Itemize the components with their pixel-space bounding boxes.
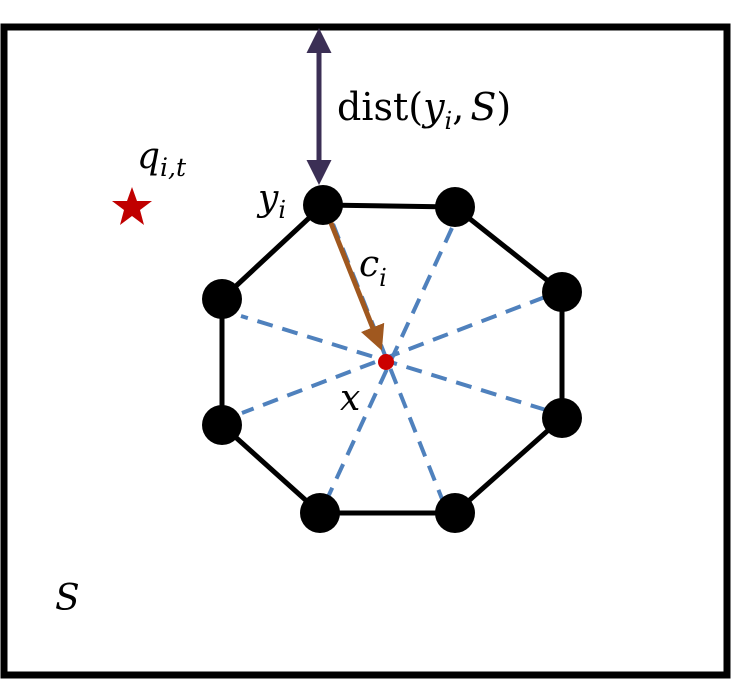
vertex-7 bbox=[202, 405, 242, 445]
red-star-icon bbox=[112, 187, 152, 225]
c-letter: c bbox=[359, 244, 379, 285]
c-subscript: i bbox=[379, 264, 387, 292]
dist-S: S bbox=[470, 85, 496, 129]
vertex-6 bbox=[300, 493, 340, 533]
dashed-spoke-2 bbox=[326, 227, 454, 498]
q-label: qi,t bbox=[137, 136, 187, 182]
dist-label: dist(yi,S) bbox=[337, 85, 511, 135]
y-label: yi bbox=[256, 178, 286, 224]
y-subscript: i bbox=[278, 196, 286, 224]
dist-fn: dist bbox=[337, 85, 408, 129]
c-vector-arrow bbox=[328, 222, 385, 351]
q-letter: q bbox=[137, 136, 160, 177]
c-label: ci bbox=[359, 244, 387, 292]
dist-open-paren: ( bbox=[408, 85, 423, 129]
dashed-spoke-3 bbox=[241, 295, 546, 415]
dist-y: y bbox=[421, 85, 445, 129]
dist-y-subscript: i bbox=[445, 107, 453, 135]
dist-close-paren: ) bbox=[496, 85, 511, 129]
vertex-5 bbox=[435, 493, 475, 533]
y-letter: y bbox=[256, 178, 279, 219]
vertex-8 bbox=[202, 279, 242, 319]
vertex-3 bbox=[542, 272, 582, 312]
vertex-1 bbox=[303, 185, 343, 225]
q-subscript: i,t bbox=[160, 153, 187, 182]
dist-comma: , bbox=[452, 85, 464, 129]
vertex-4 bbox=[542, 398, 582, 438]
center-point-x bbox=[378, 354, 394, 370]
S-label: S bbox=[55, 578, 80, 619]
x-label: x bbox=[340, 378, 360, 419]
vertex-2 bbox=[435, 187, 475, 227]
octagon-vertices bbox=[202, 185, 582, 533]
dashed-spokes bbox=[240, 223, 547, 510]
region-S-frame bbox=[0, 23, 731, 679]
